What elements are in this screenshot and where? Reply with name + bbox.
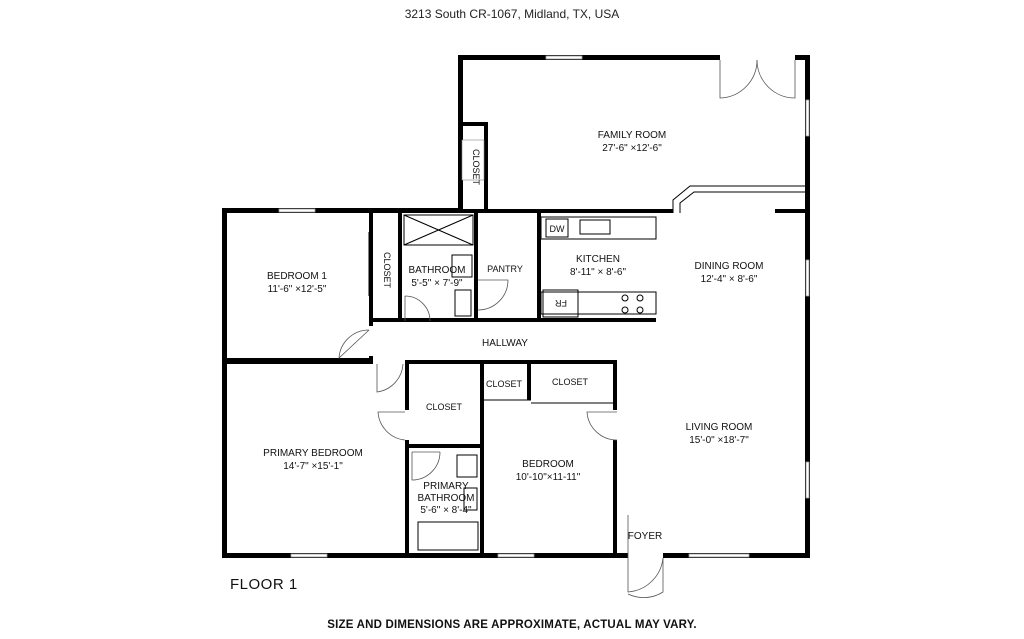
floor-label: FLOOR 1	[230, 576, 298, 593]
fixtures	[368, 139, 805, 551]
kitchen-dims: 8'-11" × 8'-6"	[570, 267, 626, 278]
primary-bathroom-name-1: PRIMARY	[423, 481, 469, 492]
primary-bathroom-dims: 5'-6" × 8'-4"	[420, 505, 472, 516]
dishwasher-label: DW	[550, 224, 565, 234]
interior-walls	[227, 122, 810, 558]
pantry-label: PANTRY	[487, 264, 523, 274]
room-labels: FAMILY ROOM 27'-6" ×12'-6" CLOSET BEDROO…	[263, 130, 763, 542]
living-room-dims: 15'-0" ×18'-7"	[689, 435, 749, 446]
hallway-label: HALLWAY	[482, 338, 528, 349]
bedroom-dims: 10'-10"×11-11"	[516, 472, 581, 483]
bedroom1-dims: 11'-6" ×12'-5"	[268, 284, 327, 295]
primary-bedroom-dims: 14'-7" ×15'-1"	[283, 461, 343, 472]
bedroom-closet-a-label: CLOSET	[486, 379, 523, 389]
living-room-name: LIVING ROOM	[686, 422, 753, 433]
bathroom-name: BATHROOM	[408, 265, 465, 276]
dining-room-dims: 12'-4" × 8'-6"	[701, 274, 758, 285]
address-title: 3213 South CR-1067, Midland, TX, USA	[404, 7, 620, 21]
bedroom1-closet-label: CLOSET	[382, 252, 392, 289]
bathroom-dims: 5'-5" × 7'-9"	[411, 278, 463, 289]
disclaimer: SIZE AND DIMENSIONS ARE APPROXIMATE, ACT…	[327, 619, 697, 631]
doors	[338, 55, 796, 598]
family-room-name: FAMILY ROOM	[598, 130, 667, 141]
kitchen-name: KITCHEN	[576, 254, 620, 265]
bedroom-closet-b-label: CLOSET	[552, 377, 589, 387]
bedroom1-name: BEDROOM 1	[267, 271, 327, 282]
family-closet-label: CLOSET	[471, 149, 481, 186]
bedroom-name: BEDROOM	[522, 459, 574, 470]
primary-closet-label: CLOSET	[426, 402, 463, 412]
primary-bedroom-name: PRIMARY BEDROOM	[263, 448, 363, 459]
primary-bathroom-name-2: BATHROOM	[417, 493, 474, 504]
family-room-dims: 27'-6" ×12'-6"	[602, 143, 662, 154]
windows	[278, 55, 810, 558]
dining-room-name: DINING ROOM	[695, 261, 764, 272]
foyer-label: FOYER	[628, 531, 662, 542]
fridge-label: FR	[555, 298, 567, 308]
